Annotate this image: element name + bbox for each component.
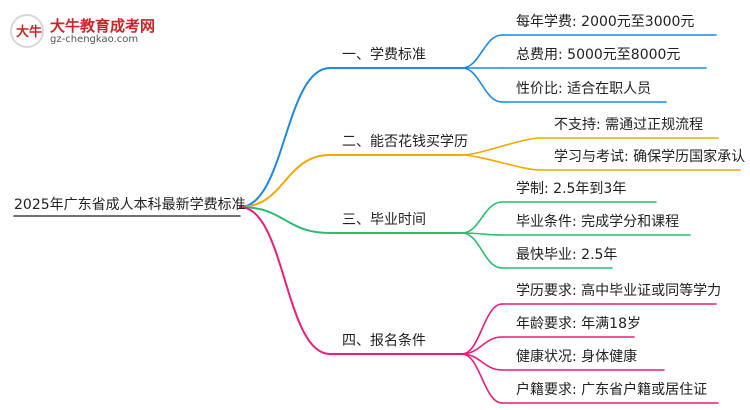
branch-4-label: 四、报名条件 — [342, 333, 426, 349]
logo-mark-icon: 大牛 — [10, 14, 44, 48]
leaf-3-1: 学制: 2.5年到3年 — [516, 181, 627, 197]
leaf-connector-1-3 — [461, 67, 503, 103]
trunk-3 — [239, 206, 331, 234]
leaf-2-1: 不支持: 需通过正规流程 — [554, 117, 704, 133]
leaf-2-2: 学习与考试: 确保学历国家承认 — [554, 149, 746, 165]
leaf-4-3: 健康状况: 身体健康 — [516, 349, 638, 365]
leaf-connector-4-1 — [461, 303, 503, 355]
leaf-connector-3-1 — [461, 201, 503, 234]
logo: 大牛 大牛教育成考网 gz-chengkao.com — [10, 12, 170, 52]
root-topic: 2025年广东省成人本科最新学费标准 — [14, 197, 246, 213]
leaf-connector-1-1 — [461, 34, 503, 69]
leaf-4-1: 学历要求: 高中毕业证或同等学力 — [516, 283, 722, 299]
trunk-1 — [239, 67, 331, 208]
leaf-3-3: 最快毕业: 2.5年 — [516, 247, 618, 263]
logo-url: gz-chengkao.com — [50, 34, 139, 45]
leaf-connector-2-2 — [461, 154, 541, 171]
branch-1-label: 一、学费标准 — [342, 47, 426, 63]
leaf-4-2: 年龄要求: 年满18岁 — [516, 316, 641, 332]
leaf-4-4: 户籍要求: 广东省户籍或居住证 — [516, 382, 708, 398]
leaf-1-1: 每年学费: 2000元至3000元 — [516, 14, 695, 30]
branch-2-label: 二、能否花钱买学历 — [342, 134, 468, 150]
leaf-connector-2-1 — [461, 137, 541, 156]
branch-3-label: 三、毕业时间 — [342, 212, 426, 228]
trunk-4 — [239, 206, 331, 355]
leaf-connector-4-4 — [461, 353, 503, 404]
leaf-connector-3-3 — [461, 232, 503, 269]
leaf-1-3: 性价比: 适合在职人员 — [516, 81, 652, 97]
leaf-1-2: 总费用: 5000元至8000元 — [516, 47, 681, 63]
leaf-3-2: 毕业条件: 完成学分和课程 — [516, 214, 680, 230]
logo-title: 大牛教育成考网 — [50, 17, 156, 35]
trunk-2 — [239, 154, 331, 208]
